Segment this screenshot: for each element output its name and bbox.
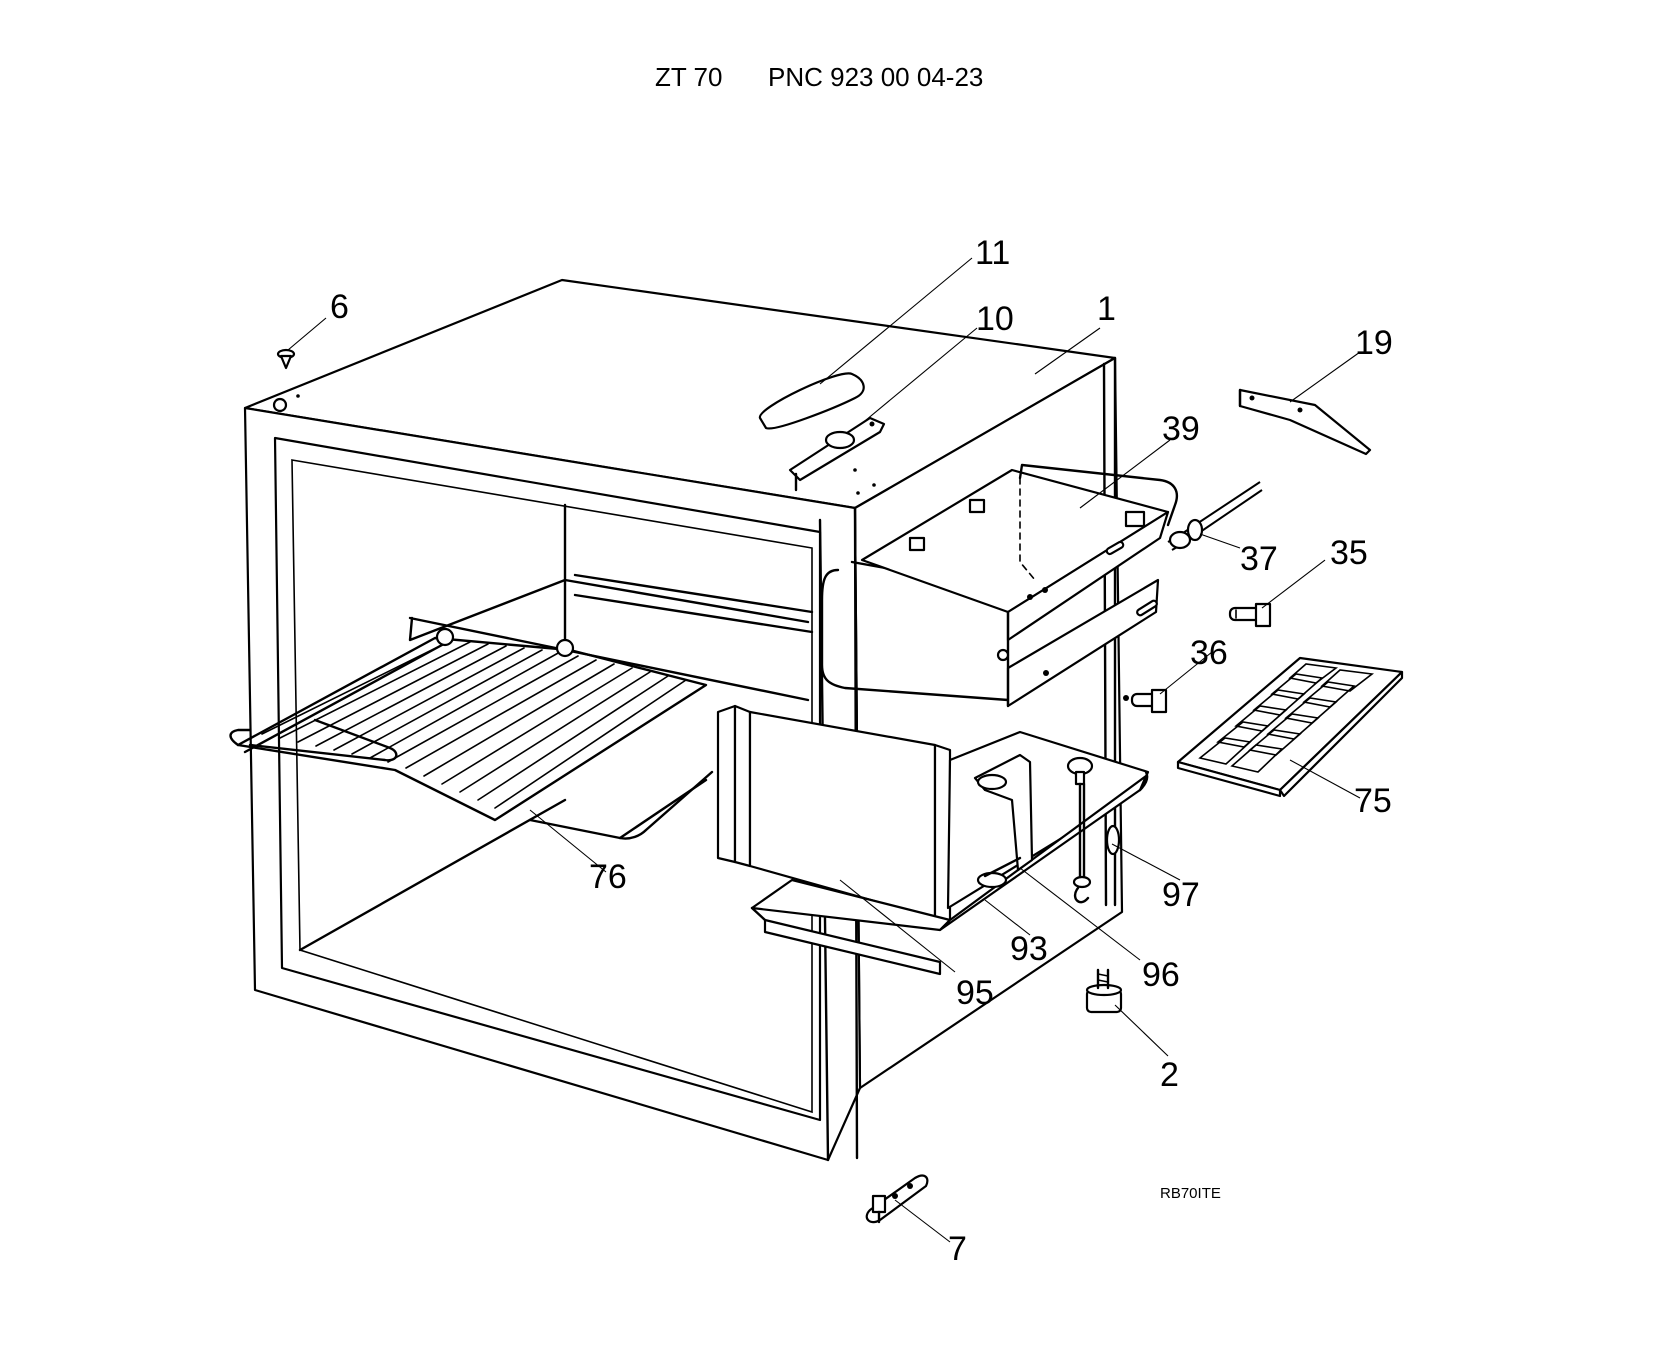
callout-75: 75 <box>1354 782 1392 820</box>
model-label: ZT 70 <box>655 62 722 92</box>
pnc-label: PNC 923 00 04-23 <box>768 62 983 92</box>
part-75-ice-cube-tray <box>1176 656 1404 798</box>
callout-2: 2 <box>1160 1056 1179 1094</box>
part-10-top-hinge <box>788 416 886 492</box>
callout-97: 97 <box>1162 876 1200 914</box>
part-97-pin <box>1066 756 1094 904</box>
part-36-clip <box>1123 688 1168 714</box>
part-96-hinge-bracket <box>973 753 1034 889</box>
part-76-wire-shelf <box>229 627 714 840</box>
part-95-freezer-door <box>716 704 952 976</box>
callout-95: 95 <box>956 974 994 1012</box>
part-6-screw <box>276 348 296 370</box>
callout-1: 1 <box>1097 290 1116 328</box>
part-39-freezer-compartment <box>820 463 1179 708</box>
callout-76: 76 <box>589 858 627 896</box>
callout-labels: 6 11 10 1 19 39 37 35 36 75 76 97 93 96 … <box>330 234 1393 1268</box>
callout-10: 10 <box>976 300 1014 338</box>
part-19-bracket <box>1238 388 1372 456</box>
callout-37: 37 <box>1240 540 1278 578</box>
callout-6: 6 <box>330 288 349 326</box>
callout-39: 39 <box>1162 410 1200 448</box>
drawing-code: RB70ITE <box>1160 1185 1221 1202</box>
callout-19: 19 <box>1355 324 1393 362</box>
callout-36: 36 <box>1190 634 1228 672</box>
callout-93: 93 <box>1010 930 1048 968</box>
part-37-capillary-tube <box>1167 481 1263 551</box>
part-11-handle <box>758 372 865 430</box>
cabinet-body <box>243 278 1124 1162</box>
part-7-bottom-hinge <box>865 1174 929 1224</box>
part-35-clip <box>1228 602 1272 628</box>
callout-35: 35 <box>1330 534 1368 572</box>
callout-11: 11 <box>975 234 1010 272</box>
part-2-adjustable-foot <box>1085 968 1123 1014</box>
leader-lines <box>287 257 1361 1243</box>
callout-7: 7 <box>948 1230 967 1268</box>
callout-96: 96 <box>1142 956 1180 994</box>
